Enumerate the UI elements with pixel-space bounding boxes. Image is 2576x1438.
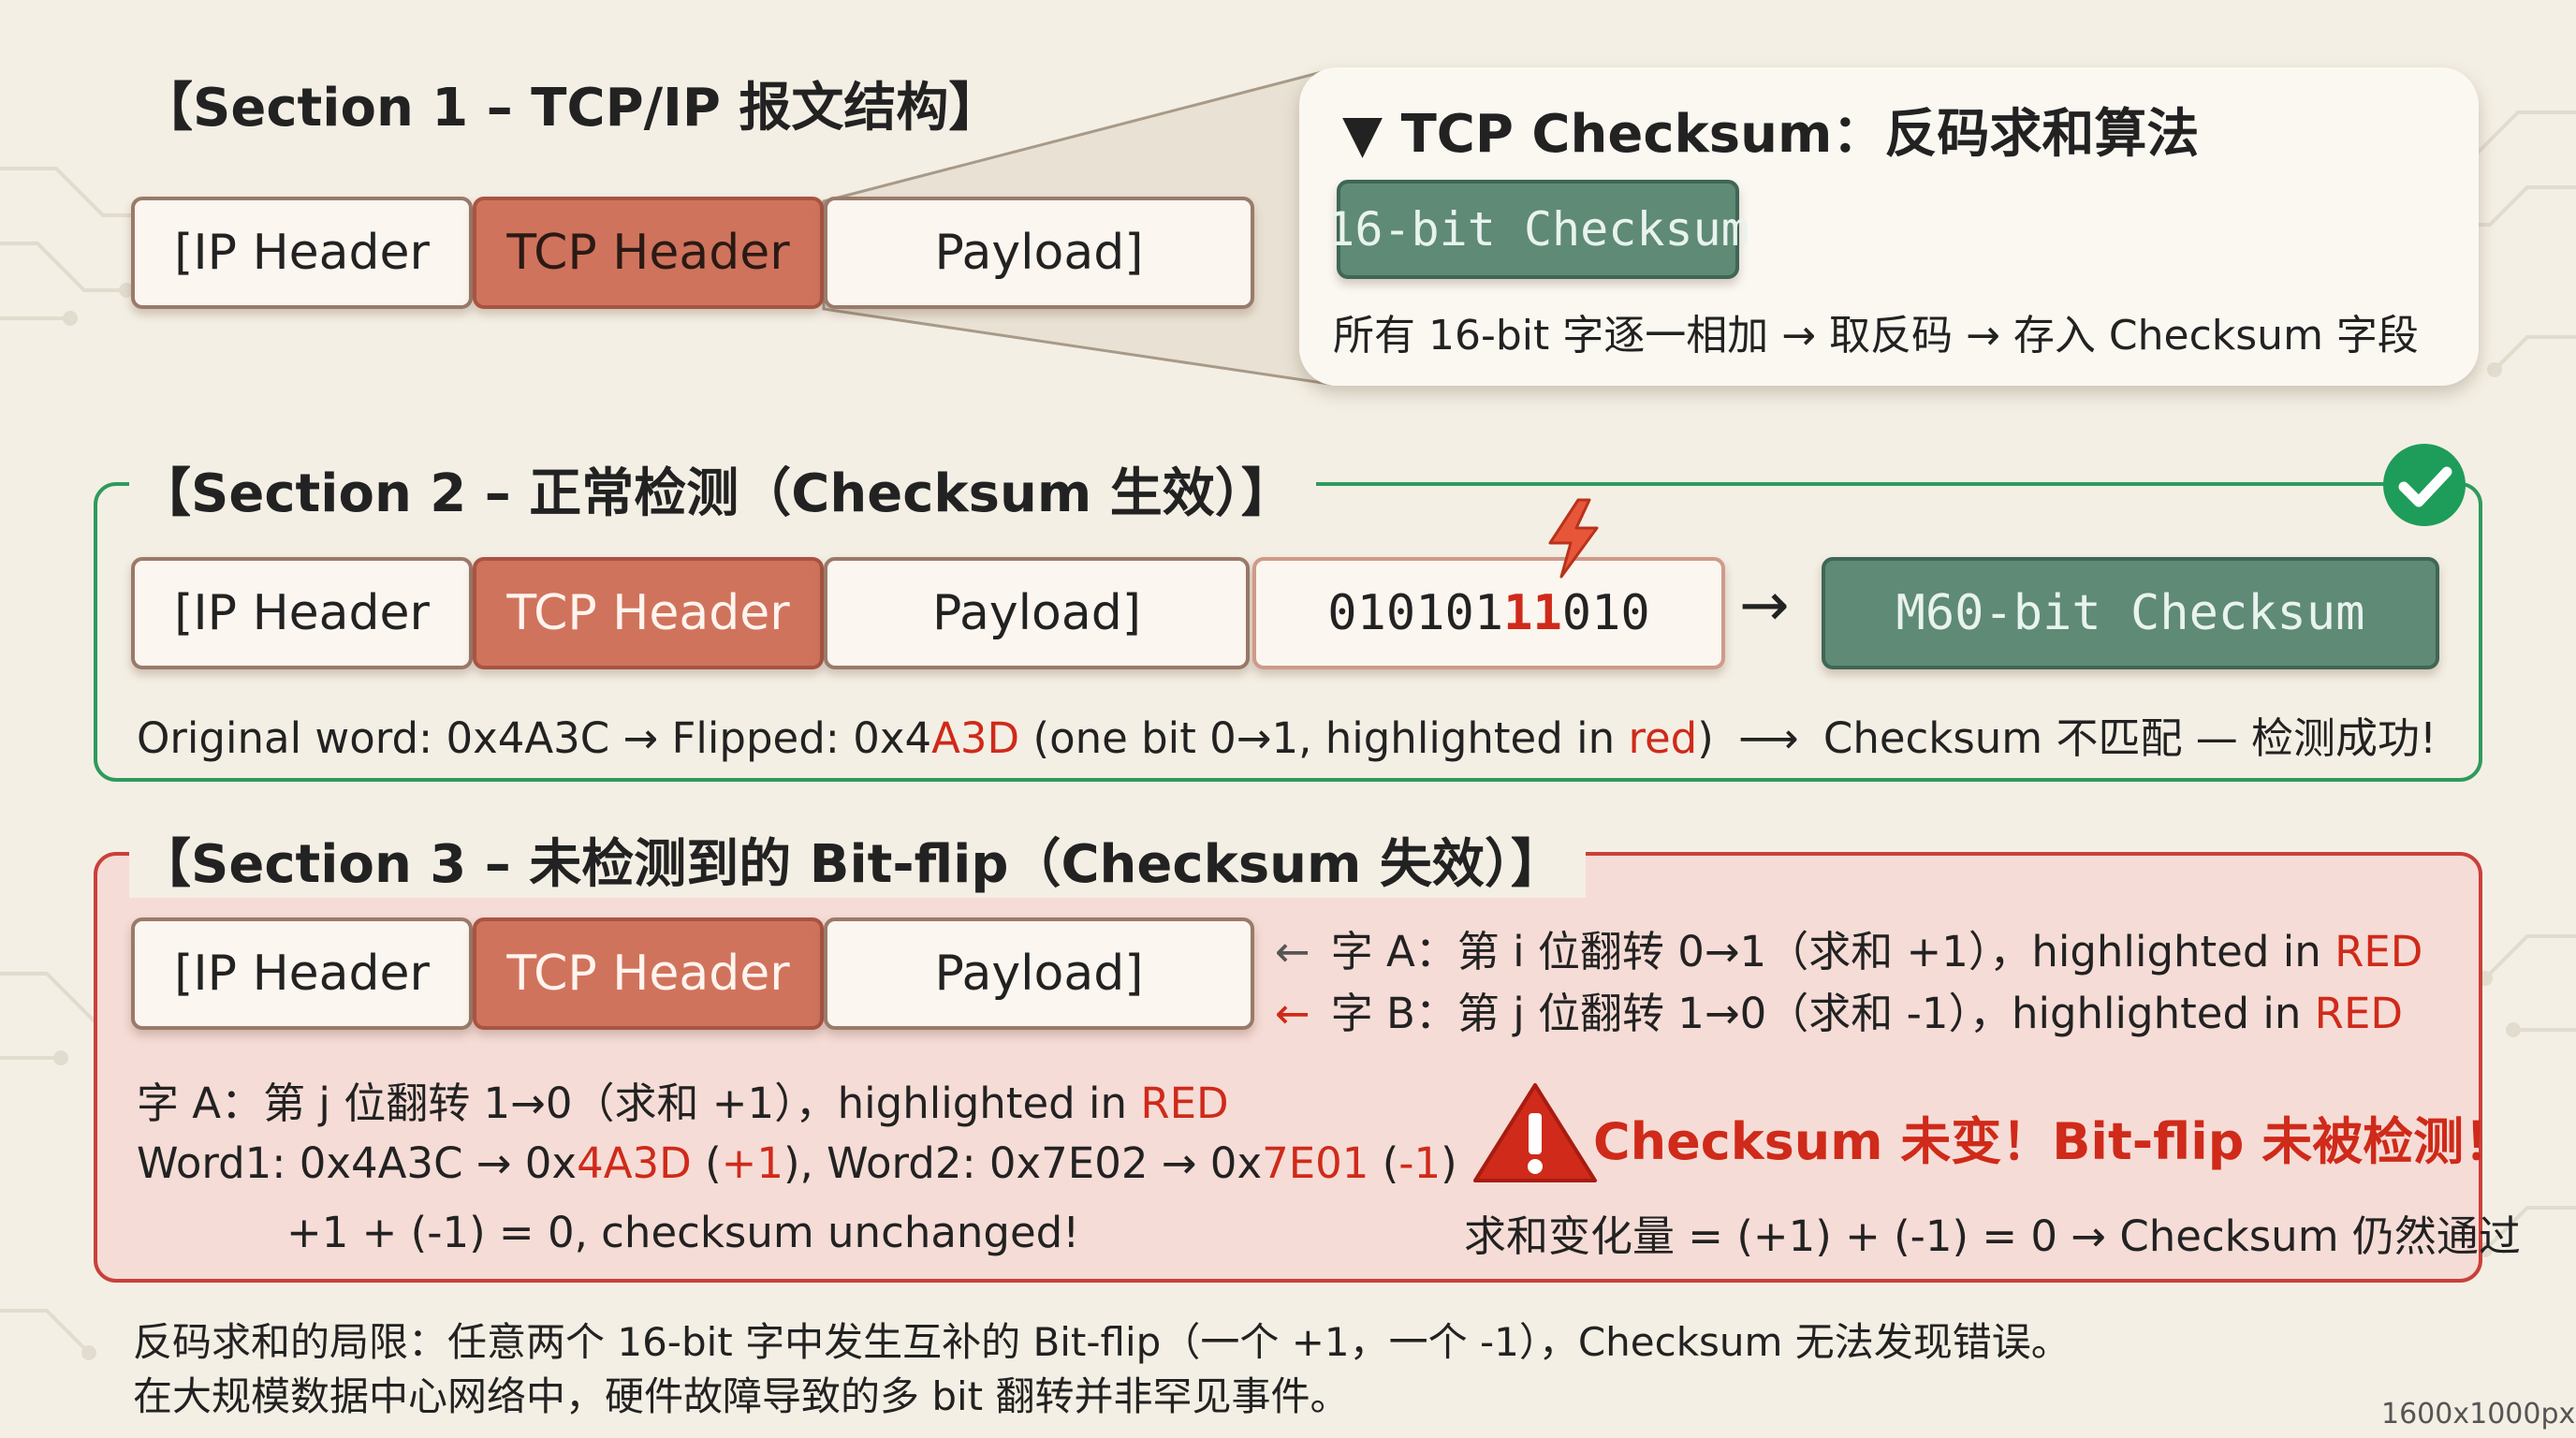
line2-word2: ), Word2: 0x7E02 → 0x (783, 1138, 1263, 1188)
note-a-arrow: ← (1275, 927, 1310, 976)
popup-steps: 所有 16-bit 字逐一相加 → 取反码 → 存入 Checksum 字段 (1333, 312, 2419, 360)
note-a-text: 字 A：第 i 位翻转 0→1（求和 +1），highlighted in (1330, 927, 2335, 976)
note-b-arrow: ← (1275, 989, 1310, 1038)
s3-note-b: ← 字 B：第 j 位翻转 1→0（求和 -1），highlighted in R… (1275, 979, 2403, 1040)
section3-title: 【Section 3 – 未检测到的 Bit-flip（Checksum 失效）… (129, 822, 1586, 898)
warning-icon (1473, 1083, 1597, 1182)
line2-paren2: ( (1368, 1138, 1399, 1188)
caption-arrow: ⟶ (1738, 713, 1799, 763)
s3-ip-header-box: [IP Header (131, 917, 473, 1030)
line2-paren1: ( (691, 1138, 722, 1188)
caption-note: (one bit 0→1, highlighted in (1019, 713, 1629, 763)
s3-payload-box: Payload] (824, 917, 1254, 1030)
s2-caption: Original word: 0x4A3C → Flipped: 0x4A3D … (137, 704, 2437, 765)
s2-checksum-box: M60-bit Checksum (1822, 557, 2439, 669)
line2-word1-new: 4A3D (577, 1138, 692, 1188)
line2-plus: +1 (721, 1138, 783, 1188)
section1-title: 【Section 1 – TCP/IP 报文结构】 (140, 78, 1002, 139)
caption-original: Original word: 0x4A3C → Flipped: 0x4 (137, 713, 932, 763)
footer-line1: 反码求和的局限：任意两个 16-bit 字中发生互补的 Bit-flip（一个 … (133, 1319, 2071, 1365)
check-icon (2383, 444, 2466, 526)
footer-line2: 在大规模数据中心网络中，硬件故障导致的多 bit 翻转并非罕见事件。 (133, 1373, 1350, 1419)
caption-close: ) (1697, 713, 1714, 763)
caption-flipped-value: A3D (931, 713, 1020, 763)
note-b-red: RED (2314, 989, 2404, 1038)
s2-ip-header-box: [IP Header (131, 557, 473, 669)
caption-red-word: red (1628, 713, 1698, 763)
s1-payload-box: Payload] (824, 197, 1254, 309)
s3-line3: +1 + (-1) = 0, checksum unchanged! (286, 1208, 1080, 1257)
s3-sum-text: 求和变化量 = (+1) + (-1) = 0 → Checksum 仍然通过 (1464, 1211, 2521, 1261)
note-b-text: 字 B：第 j 位翻转 1→0（求和 -1），highlighted in (1330, 989, 2315, 1038)
note-a-red: RED (2334, 927, 2423, 976)
s3-note-a: ← 字 A：第 i 位翻转 0→1（求和 +1），highlighted in R… (1275, 917, 2422, 978)
s1-ip-header-box: [IP Header (131, 197, 473, 309)
s3-alert: Checksum 未变！Bit-flip 未被检测！ (1593, 1112, 2515, 1171)
s3-line2: Word1: 0x4A3C → 0x4A3D (+1), Word2: 0x7E… (137, 1138, 1457, 1188)
s3-line1: 字 A：第 j 位翻转 1→0（求和 +1），highlighted in RE… (137, 1069, 1229, 1130)
section2-title: 【Section 2 – 正常检测（Checksum 生效）】 (129, 451, 1316, 527)
line2-close: ) (1441, 1138, 1457, 1188)
bits-after: 010 (1561, 585, 1650, 641)
line1-red: RED (1140, 1078, 1229, 1128)
s1-tcp-header-box: TCP Header (473, 197, 824, 309)
s3-tcp-header-box: TCP Header (473, 917, 824, 1030)
bits-before: 010101 (1327, 585, 1504, 641)
line2-word1: Word1: 0x4A3C → 0x (137, 1138, 578, 1188)
line2-minus: -1 (1398, 1138, 1442, 1188)
line1-text: 字 A：第 j 位翻转 1→0（求和 +1），highlighted in (137, 1078, 1141, 1128)
line2-word2-new: 7E01 (1262, 1138, 1369, 1188)
s2-payload-box: Payload] (824, 557, 1250, 669)
bits-flipped: 11 (1503, 585, 1562, 641)
caption-result: Checksum 不匹配 — 检测成功! (1822, 713, 2437, 763)
checksum-popup: ▼ TCP Checksum：反码求和算法 16-bit Checksum 所有… (1299, 67, 2479, 386)
size-label: 1600x1000px (2381, 1398, 2576, 1431)
popup-title: ▼ TCP Checksum：反码求和算法 (1342, 104, 2200, 165)
s2-arrow: → (1739, 571, 1790, 640)
s2-tcp-header-box: TCP Header (473, 557, 824, 669)
lightning-icon (1548, 498, 1599, 579)
popup-checksum-box: 16-bit Checksum (1326, 180, 1749, 279)
